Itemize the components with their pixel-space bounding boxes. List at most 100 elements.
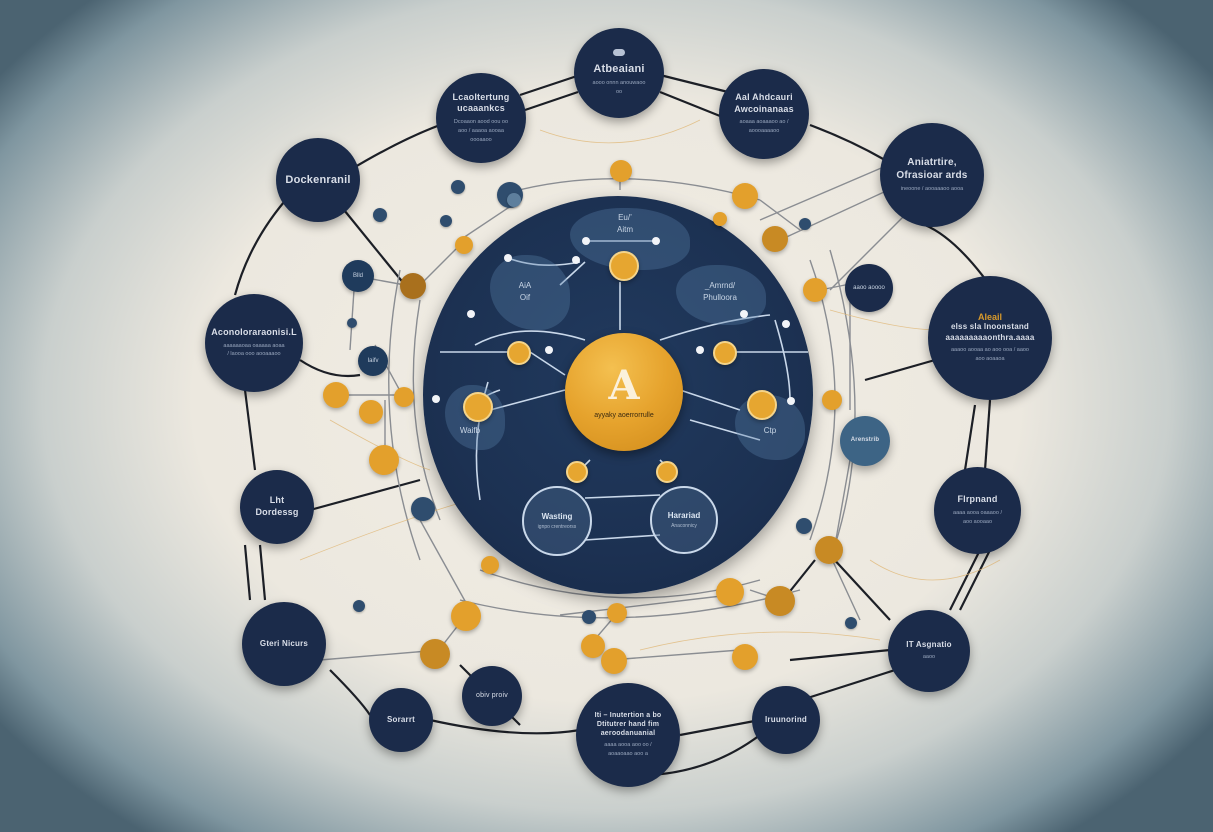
node-title: Lht Dordessg bbox=[255, 495, 299, 517]
gold-icon-bottom-right bbox=[656, 461, 678, 483]
junction-dot bbox=[787, 397, 795, 405]
connector-dot bbox=[845, 617, 857, 629]
small-node-left-b: Iaifv bbox=[358, 346, 388, 376]
junction-dot bbox=[572, 256, 580, 264]
node-bottom-small-left: Sorarrt bbox=[369, 688, 433, 752]
node-accent: Aleail bbox=[977, 312, 1002, 323]
node-sub: aaaa aooa aoo oo / aoaaoaao aoo a bbox=[604, 742, 652, 758]
junction-dot bbox=[545, 346, 553, 354]
gold-node bbox=[762, 226, 788, 252]
gold-node bbox=[601, 648, 627, 674]
gold-icon-right bbox=[713, 341, 737, 365]
connector-dot bbox=[507, 193, 521, 207]
gold-node bbox=[455, 236, 473, 254]
connector-dot bbox=[353, 600, 365, 612]
node-left-lower: Lht Dordessg bbox=[240, 470, 314, 544]
gold-node bbox=[610, 160, 632, 182]
connector-dot bbox=[347, 318, 357, 328]
gold-node bbox=[803, 278, 827, 302]
node-bottom-right-small: Iruunorind bbox=[752, 686, 820, 754]
node-title: elss sla lnoonstand aaaaaaaaaonthra.aaaa bbox=[945, 322, 1035, 342]
gold-node bbox=[369, 445, 399, 475]
node-left-middle: Aconoloraraonisi.L aaaaaaoaa oaaaaa aoaa… bbox=[205, 294, 303, 392]
inner-ring-left: Wasting ignpo crentreorss bbox=[522, 486, 592, 556]
node-title: Lcaoltertung ucaaankcs bbox=[452, 91, 510, 114]
node-title: Aniatrtire, Ofrasioar ards bbox=[896, 157, 968, 182]
cloud-text: Ctp bbox=[763, 426, 777, 435]
node-sub: aooo onnn anouwaoo oo bbox=[592, 80, 646, 96]
node-sub: aoaaa aoaaaoo ao / aoooaaaaoo bbox=[739, 119, 789, 135]
small-node-label: Blld bbox=[352, 273, 363, 279]
node-bottom-left: Gteri Nicurs bbox=[242, 602, 326, 686]
node-title: IT Asgnatio bbox=[906, 639, 952, 649]
cloud-text: Eu/’ bbox=[618, 213, 632, 222]
connector-dot bbox=[451, 180, 465, 194]
cloud-text: Waifb bbox=[459, 426, 481, 435]
junction-dot bbox=[652, 237, 660, 245]
small-node-right-a: aaoo aoooo bbox=[845, 264, 893, 312]
gold-node bbox=[713, 212, 727, 226]
gold-node bbox=[359, 400, 383, 424]
gold-node bbox=[822, 390, 842, 410]
hub-cloud-lower-left-label: Waifb bbox=[450, 425, 490, 437]
junction-dot bbox=[582, 237, 590, 245]
inner-ring-title: Harariad bbox=[667, 511, 701, 520]
grid-icon bbox=[747, 390, 777, 420]
gold-node bbox=[451, 601, 481, 631]
inner-ring-sub: ignpo crentreorss bbox=[537, 524, 577, 530]
small-node-label: aaoo aoooo bbox=[853, 285, 885, 291]
hub-cloud-lower-right-label: Ctp bbox=[750, 425, 790, 437]
connector-dot bbox=[796, 518, 812, 534]
cloud-text: Phulloora bbox=[703, 293, 737, 302]
hub-cloud-left-label: AiA Oif bbox=[505, 280, 545, 304]
node-top-left: Lcaoltertung ucaaankcs Dcoaaon aood oou … bbox=[436, 73, 526, 163]
node-sub: aaaoo aooaa ao aoo ooa / aaoo aoo aoaaoa bbox=[951, 347, 1029, 362]
small-node-left-a: Blld bbox=[342, 260, 374, 292]
gold-node bbox=[581, 634, 605, 658]
gold-node bbox=[732, 183, 758, 209]
node-right-small: Arenstrib bbox=[840, 416, 890, 466]
inner-ring-title: Wasting bbox=[541, 512, 573, 521]
node-title: obiv proiv bbox=[476, 692, 508, 700]
gold-node bbox=[815, 536, 843, 564]
node-title: Iruunorind bbox=[765, 714, 807, 724]
node-sub: aaaa aooa oaaaoo / aoo aooaao bbox=[953, 510, 1002, 525]
node-title: Sorarrt bbox=[386, 714, 416, 724]
inner-ring-sub: Anaconnicy bbox=[671, 523, 697, 529]
connector-dot bbox=[799, 218, 811, 230]
junction-dot bbox=[467, 310, 475, 318]
connector-dot bbox=[440, 215, 452, 227]
hub-cloud-top-label: Eu/’ Aitm bbox=[595, 212, 655, 236]
badge-icon bbox=[613, 49, 625, 57]
gold-icon-bottom-left bbox=[566, 461, 588, 483]
junction-dot bbox=[432, 395, 440, 403]
node-right-upper: Aleail elss sla lnoonstand aaaaaaaaaonth… bbox=[928, 276, 1052, 400]
connector-dot bbox=[582, 610, 596, 624]
node-title: Arenstrib bbox=[850, 437, 880, 444]
node-right-lower: Flrpnand aaaa aooa oaaaoo / aoo aooaao bbox=[934, 467, 1021, 554]
hub-cloud-left bbox=[490, 255, 570, 330]
small-node-label: Iaifv bbox=[367, 358, 379, 364]
hub-cloud-right-label: _Amrnd/ Phulloora bbox=[680, 280, 760, 304]
gold-node bbox=[732, 644, 758, 670]
core-caption: ayyaky aoerrorrulle bbox=[594, 411, 654, 419]
core-node: A ayyaky aoerrorrulle bbox=[565, 333, 683, 451]
node-top-right: Aal Ahdcauri Awcoinanaas aoaaa aoaaaoo a… bbox=[719, 69, 809, 159]
gold-node bbox=[607, 603, 627, 623]
node-title: Atbeaiani bbox=[593, 63, 645, 76]
junction-dot bbox=[504, 254, 512, 262]
gold-node bbox=[323, 382, 349, 408]
gold-node bbox=[394, 387, 414, 407]
node-title: Flrpnand bbox=[957, 494, 998, 505]
node-title: Aconoloraraonisi.L bbox=[211, 326, 297, 337]
core-letter: A bbox=[608, 361, 640, 409]
junction-dot bbox=[740, 310, 748, 318]
cloud-text: Oif bbox=[519, 293, 531, 302]
node-title: Iti – Inutertion a bo Dtitutrer hand fim… bbox=[594, 712, 662, 738]
cloud-text: Aitm bbox=[617, 225, 633, 234]
node-title: Aal Ahdcauri Awcoinanaas bbox=[734, 92, 794, 114]
node-bottom-small-mid: obiv proiv bbox=[462, 666, 522, 726]
node-bottom-right: IT Asgnatio aaoo bbox=[888, 610, 970, 692]
gold-icon-left bbox=[507, 341, 531, 365]
